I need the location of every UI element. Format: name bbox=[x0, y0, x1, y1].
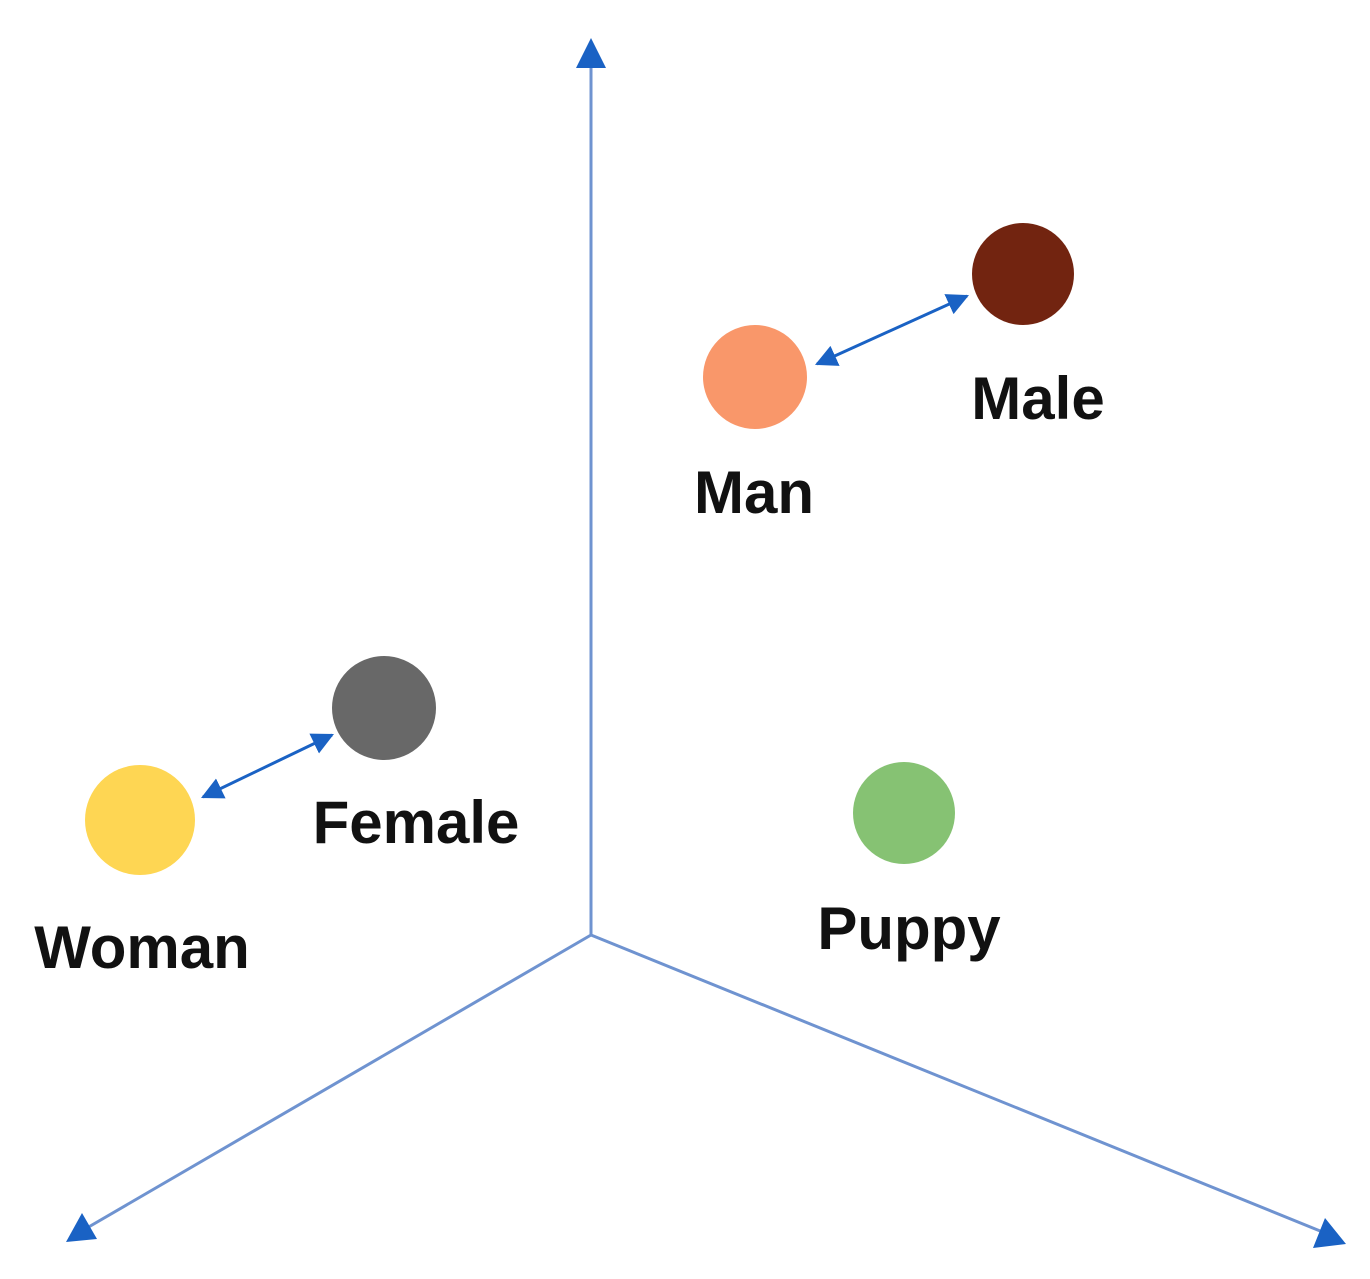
node-female: Female bbox=[313, 656, 520, 856]
node-man: Man bbox=[694, 325, 814, 526]
node-male: Male bbox=[971, 223, 1105, 432]
node-man-label: Man bbox=[694, 459, 814, 526]
axes bbox=[66, 38, 1346, 1248]
node-puppy-dot bbox=[853, 762, 955, 864]
node-male-label: Male bbox=[971, 365, 1104, 432]
node-woman: Woman bbox=[34, 765, 250, 981]
node-male-dot bbox=[972, 223, 1074, 325]
node-female-label: Female bbox=[313, 789, 520, 856]
node-woman-label: Woman bbox=[34, 914, 250, 981]
relation-links bbox=[201, 294, 970, 799]
right-axis-arrowhead bbox=[1313, 1218, 1346, 1248]
vertical-axis-arrowhead bbox=[576, 38, 606, 68]
node-man-dot bbox=[703, 325, 807, 429]
node-puppy: Puppy bbox=[817, 762, 1001, 962]
node-woman-dot bbox=[85, 765, 195, 875]
link-woman-female bbox=[201, 733, 334, 799]
node-puppy-label: Puppy bbox=[817, 895, 1001, 962]
left-axis-arrowhead bbox=[66, 1213, 97, 1242]
right-axis bbox=[590, 933, 1331, 1237]
left-axis bbox=[79, 933, 592, 1234]
word-nodes: Woman Female Man Male Puppy bbox=[34, 223, 1105, 981]
node-female-dot bbox=[332, 656, 436, 760]
link-man-male bbox=[814, 294, 970, 366]
